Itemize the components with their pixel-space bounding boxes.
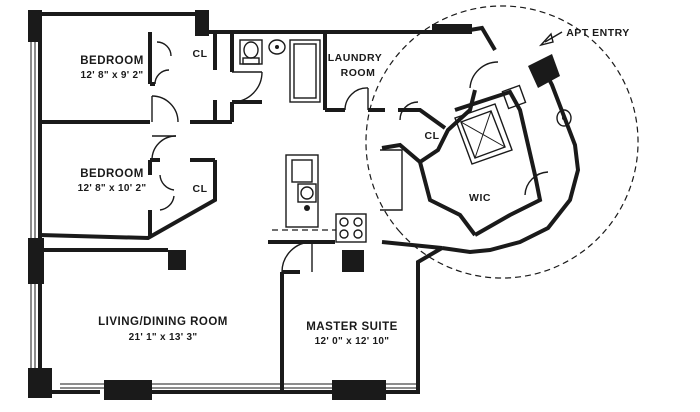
- laundry-label-line1: LAUNDRY: [328, 52, 382, 64]
- bathroom-fixtures: [239, 39, 321, 103]
- interior-walls: [39, 32, 543, 392]
- closet-2-label: CL: [193, 183, 208, 195]
- master-suite-dims: 12' 0" x 12' 10": [315, 336, 390, 347]
- apt-entry-label: APT ENTRY: [566, 27, 630, 39]
- entry-arrow-icon: [538, 31, 563, 47]
- wic-label: WIC: [469, 192, 491, 204]
- bedroom-1-name: BEDROOM: [80, 55, 144, 67]
- closet-1-label: CL: [193, 48, 208, 60]
- door-swings: [151, 41, 549, 273]
- bedroom-2-name: BEDROOM: [80, 168, 144, 180]
- laundry-label-line2: ROOM: [341, 67, 376, 79]
- living-dining-name: LIVING/DINING ROOM: [98, 316, 228, 328]
- master-suite-name: MASTER SUITE: [306, 321, 398, 333]
- closet-3-label: CL: [425, 130, 440, 142]
- bedroom-1-dims: 12' 8" x 9' 2": [81, 70, 144, 81]
- columns: [28, 10, 560, 400]
- bedroom-2-dims: 12' 8" x 10' 2": [78, 183, 147, 194]
- detail-circle: [365, 5, 639, 279]
- entry-bath-fixtures: [454, 84, 572, 165]
- living-dining-dims: 21' 1" x 13' 3": [129, 332, 198, 343]
- kitchen-fixtures: [272, 149, 403, 243]
